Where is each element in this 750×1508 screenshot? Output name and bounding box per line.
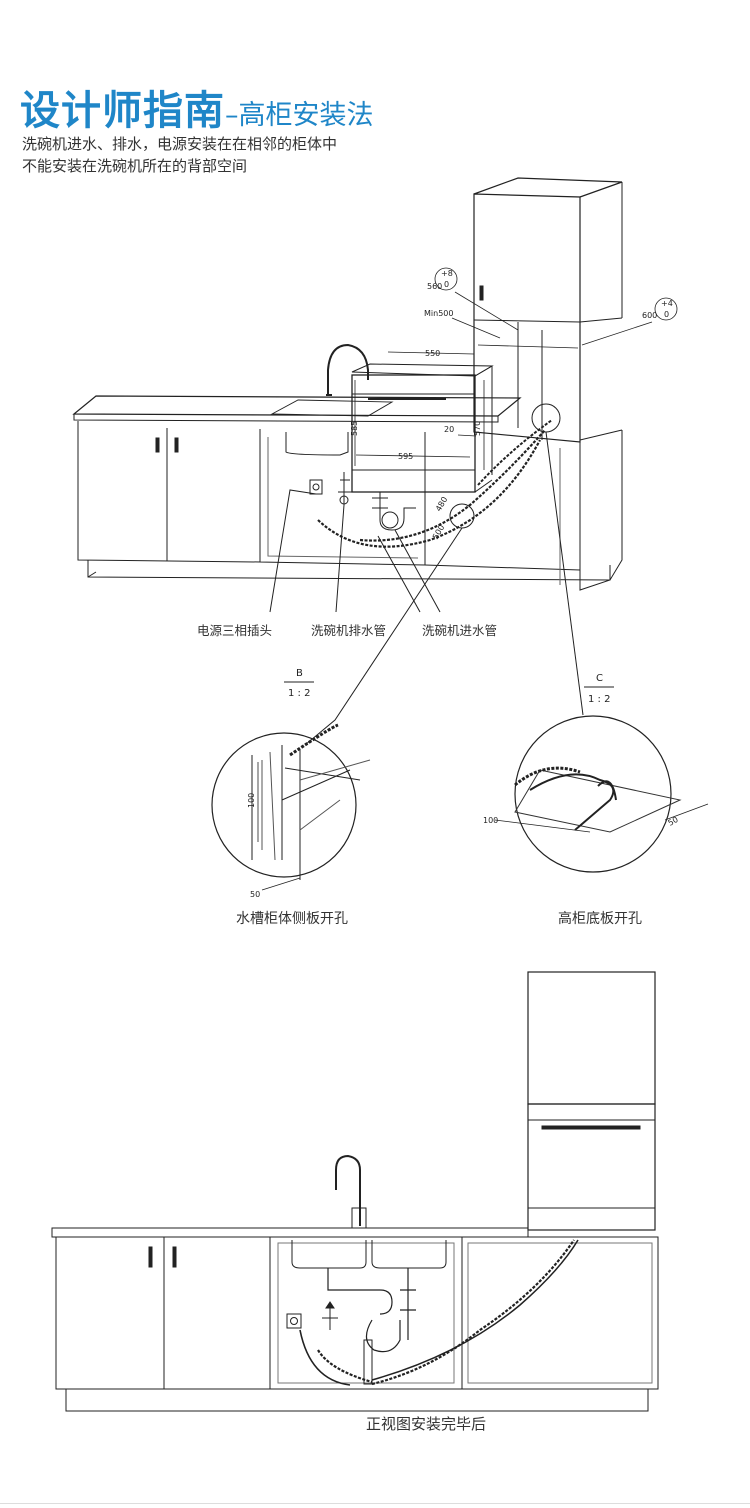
caption-detail-c: 高柜底板开孔 <box>558 911 642 927</box>
detail-b-scale: 1 : 2 <box>288 688 310 699</box>
dim-560: 560 <box>427 282 442 291</box>
dim-600: 600 <box>642 311 657 320</box>
front-view <box>51 971 659 1412</box>
dim-20: 20 <box>444 425 454 434</box>
detail-c-dim-100: 100 <box>483 816 498 825</box>
detail-b-dim-100: 100 <box>247 793 256 808</box>
dim-tol4-bottom: 0 <box>664 310 669 319</box>
detail-c: C 1 : 2 100 50 <box>483 673 709 873</box>
title-main: 设计师指南 <box>20 88 225 134</box>
page-title: 设计师指南–高柜安装法 <box>20 78 374 136</box>
dim-tol4-top: +4 <box>661 299 673 308</box>
label-inlet-pipe: 洗碗机进水管 <box>422 623 498 638</box>
bottom-divider <box>0 1503 750 1504</box>
dim-tol8-bottom: 0 <box>444 280 449 289</box>
label-power-socket: 电源三相插头 <box>197 623 273 638</box>
detail-b-name: B <box>296 668 303 679</box>
dim-min500: Min500 <box>424 309 453 318</box>
detail-c-name: C <box>596 673 603 684</box>
iso-kitchen: 560 +8 0 Min500 600 +4 0 550 585 595 20 … <box>72 177 678 746</box>
detail-c-dim-50: 50 <box>667 815 680 828</box>
dim-570: 570 <box>473 421 482 436</box>
dim-480: 480 <box>434 495 449 513</box>
caption-front-view: 正视图安装完毕后 <box>366 1415 487 1433</box>
dim-585: 585 <box>350 421 359 436</box>
title-sub: –高柜安装法 <box>225 100 374 131</box>
dim-550: 550 <box>425 349 440 358</box>
dim-595: 595 <box>398 452 413 461</box>
description-line-1: 洗碗机进水、排水，电源安装在在相邻的柜体中 <box>22 135 338 153</box>
dim-500: 500 <box>431 523 446 541</box>
label-drain-pipe: 洗碗机排水管 <box>311 623 387 638</box>
detail-c-scale: 1 : 2 <box>588 694 610 705</box>
detail-b: B 1 : 2 100 50 <box>211 668 371 899</box>
dim-tol8-top: +8 <box>441 269 453 278</box>
caption-detail-b: 水槽柜体侧板开孔 <box>236 911 348 927</box>
description-line-2: 不能安装在洗碗机所在的背部空间 <box>22 157 248 175</box>
detail-b-dim-50: 50 <box>250 890 260 899</box>
